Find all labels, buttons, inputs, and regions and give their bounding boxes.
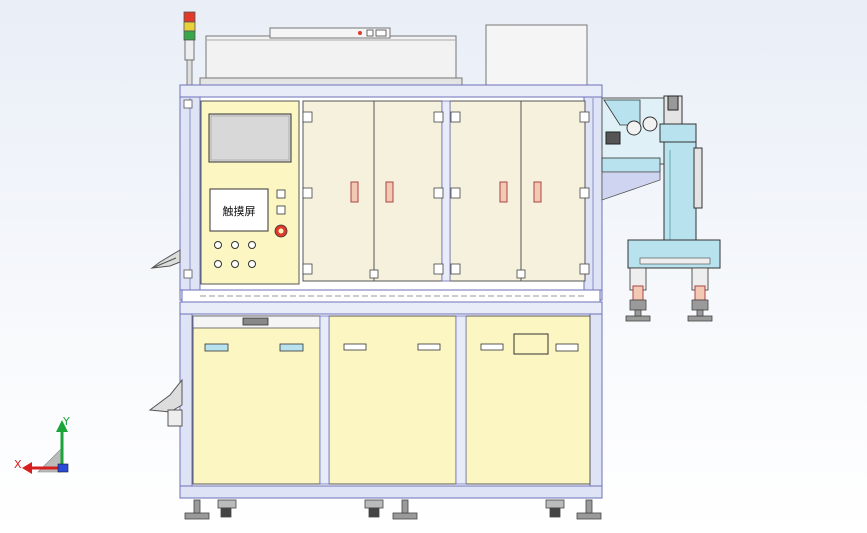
door-handle — [350, 181, 359, 203]
door-latch — [480, 343, 504, 351]
coordinate-triad: Y X — [14, 415, 70, 474]
panel-button — [248, 260, 256, 268]
door-latch — [343, 343, 367, 351]
signal-tower — [183, 11, 196, 87]
y-axis-label: Y — [62, 415, 70, 428]
panel-button — [231, 241, 239, 249]
touch-screen-box — [209, 188, 269, 232]
door-handle — [499, 181, 508, 203]
x-axis-label: X — [14, 458, 22, 471]
left-side-brackets — [148, 249, 183, 427]
hood-indicator-red — [358, 31, 362, 35]
door-latch — [417, 343, 441, 351]
panel-button — [214, 260, 222, 268]
panel-button — [214, 241, 222, 249]
panel-switch-2 — [276, 205, 286, 215]
touch-screen-label: 触摸屏 — [223, 204, 256, 218]
door-handle — [533, 181, 542, 203]
upper-doors — [302, 100, 590, 282]
door-nameplate — [513, 333, 549, 355]
lower-doors — [192, 315, 591, 485]
panel-switch-1 — [276, 189, 286, 199]
feet-and-casters — [184, 499, 602, 520]
right-conveyor-module — [601, 95, 721, 322]
door-latch — [204, 343, 229, 352]
panel-button — [231, 260, 239, 268]
z-axis-marker — [57, 463, 69, 473]
door-handle — [385, 181, 394, 203]
middle-rail — [181, 289, 601, 303]
control-panel: 触摸屏 — [200, 100, 300, 285]
hmi-screen — [208, 113, 292, 163]
top-cabinet-right — [485, 24, 588, 86]
door-latch — [279, 343, 304, 352]
door-latch — [555, 343, 579, 352]
top-hood — [199, 27, 463, 87]
panel-button — [248, 241, 256, 249]
